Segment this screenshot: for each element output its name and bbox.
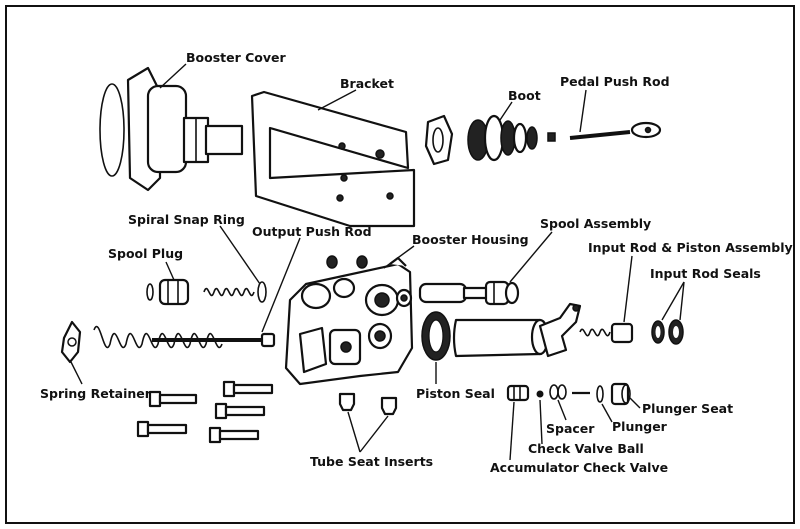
label-plunger-seat: Plunger Seat xyxy=(642,401,733,416)
bolt xyxy=(136,420,188,438)
spool-plug xyxy=(146,278,190,306)
check-valve-ball xyxy=(536,390,544,398)
label-accumulator-check-valve: Accumulator Check Valve xyxy=(490,460,668,475)
label-spring-retainer: Spring Retainer xyxy=(40,386,152,401)
label-bracket: Bracket xyxy=(340,76,394,91)
return-spring xyxy=(93,325,223,349)
spiral-snap-ring xyxy=(257,281,267,303)
bolt xyxy=(208,426,260,444)
spiral-snap-ring-spring xyxy=(203,287,255,297)
label-tube-seat-inserts: Tube Seat Inserts xyxy=(310,454,433,469)
plunger xyxy=(596,385,604,403)
part-labels: Booster Cover Bracket Boot Pedal Push Ro… xyxy=(40,50,793,475)
label-booster-cover: Booster Cover xyxy=(186,50,286,65)
label-pedal-push-rod: Pedal Push Rod xyxy=(560,74,670,89)
booster-cover xyxy=(99,66,244,192)
label-spool-assembly: Spool Assembly xyxy=(540,216,651,231)
bracket xyxy=(250,90,416,228)
label-spool-plug: Spool Plug xyxy=(108,246,183,261)
bolt xyxy=(214,402,266,420)
piston-seal xyxy=(421,311,451,361)
plunger-seat xyxy=(610,382,631,406)
label-piston-seal: Piston Seal xyxy=(416,386,495,401)
tube-seat-inserts xyxy=(338,392,398,416)
label-plunger: Plunger xyxy=(612,419,668,434)
bolt xyxy=(148,390,198,408)
diagram-border xyxy=(5,5,795,524)
booster-housing xyxy=(284,255,414,386)
label-input-rod-piston-assembly: Input Rod & Piston Assembly xyxy=(588,240,793,255)
label-boot: Boot xyxy=(508,88,541,103)
accumulator-check-valve xyxy=(506,384,530,402)
leader-lines xyxy=(69,63,685,461)
spool-assembly xyxy=(418,280,520,306)
bracket-nut xyxy=(424,114,454,166)
spacer xyxy=(549,384,567,400)
label-booster-housing: Booster Housing xyxy=(412,232,529,247)
pedal-push-rod xyxy=(569,121,662,140)
output-push-rod xyxy=(152,332,276,348)
bolt xyxy=(222,380,274,398)
mounting-bolts xyxy=(136,380,274,444)
input-rod-seals xyxy=(651,319,684,345)
input-rod-piston-assembly xyxy=(452,302,634,358)
label-check-valve-ball: Check Valve Ball xyxy=(528,441,644,456)
label-input-rod-seals: Input Rod Seals xyxy=(650,266,761,281)
label-output-push-rod: Output Push Rod xyxy=(252,224,372,239)
boot xyxy=(467,114,556,162)
label-spacer: Spacer xyxy=(546,421,595,436)
spring-retainer xyxy=(60,320,82,364)
label-spiral-snap-ring: Spiral Snap Ring xyxy=(128,212,245,227)
